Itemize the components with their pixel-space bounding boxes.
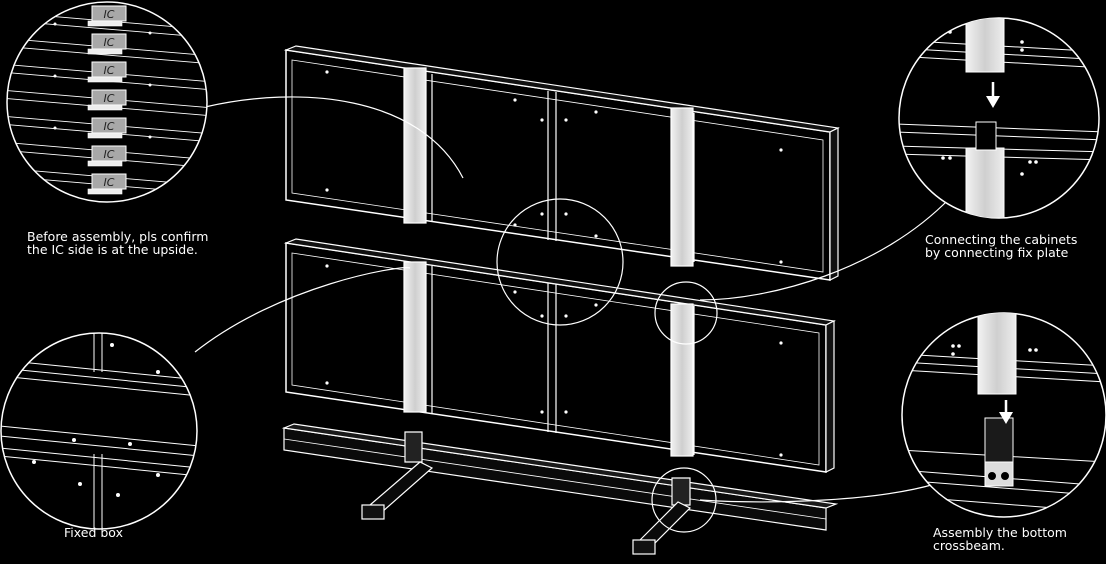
ic-chip-label: IC	[104, 8, 115, 21]
ic-side-caption-line1: Before assembly, pls confirm	[27, 229, 209, 244]
lower-screw-holes	[325, 264, 783, 457]
connecting-callout	[898, 17, 1100, 219]
ic-chip-label: IC	[104, 64, 115, 77]
ic-chip: IC	[87, 145, 127, 167]
main-assembly	[281, 45, 840, 555]
upper-screw-holes	[325, 70, 783, 264]
ic-chip: IC	[87, 5, 127, 27]
ic-chip: IC	[87, 89, 127, 111]
upper-cabinet-row	[283, 45, 840, 281]
lower-cabinet-row	[283, 238, 836, 473]
ic-side-caption-line2: the IC side is at the upside.	[27, 242, 198, 257]
fixed-box-caption-text: Fixed box	[64, 525, 123, 540]
bottom-crossbeam	[281, 423, 839, 555]
ic-chip: IC	[87, 117, 127, 139]
ic-chip: IC	[87, 61, 127, 83]
upper-posts	[403, 67, 694, 267]
crossbeam-caption-line1: Assembly the bottom	[933, 525, 1067, 540]
fixed-box-caption: Fixed box	[64, 526, 123, 539]
ic-side-callout: IC IC IC IC IC	[6, 1, 208, 203]
ic-chip-label: IC	[104, 176, 115, 189]
crossbeam-caption: Assembly the bottom crossbeam.	[933, 526, 1067, 552]
ic-chip-label: IC	[104, 36, 115, 49]
connecting-caption: Connecting the cabinets by connecting fi…	[925, 233, 1077, 259]
ic-chip-label: IC	[104, 148, 115, 161]
ic-chip-column: IC IC IC IC IC	[87, 5, 127, 195]
ic-chip: IC	[87, 173, 127, 195]
arrow-down-icon	[999, 400, 1013, 424]
ic-chip-label: IC	[104, 92, 115, 105]
ic-chip: IC	[87, 33, 127, 55]
connecting-caption-line2: by connecting fix plate	[925, 245, 1069, 260]
leader-lines	[194, 96, 951, 503]
fixed-box-callout	[0, 332, 198, 530]
highlight-circles	[496, 198, 718, 533]
ic-side-caption: Before assembly, pls confirm the IC side…	[27, 230, 208, 256]
connecting-caption-line1: Connecting the cabinets	[925, 232, 1078, 247]
crossbeam-caption-line2: crossbeam.	[933, 538, 1005, 553]
crossbeam-callout	[901, 312, 1106, 518]
ic-chip-label: IC	[104, 120, 115, 133]
arrow-down-icon	[986, 82, 1000, 108]
